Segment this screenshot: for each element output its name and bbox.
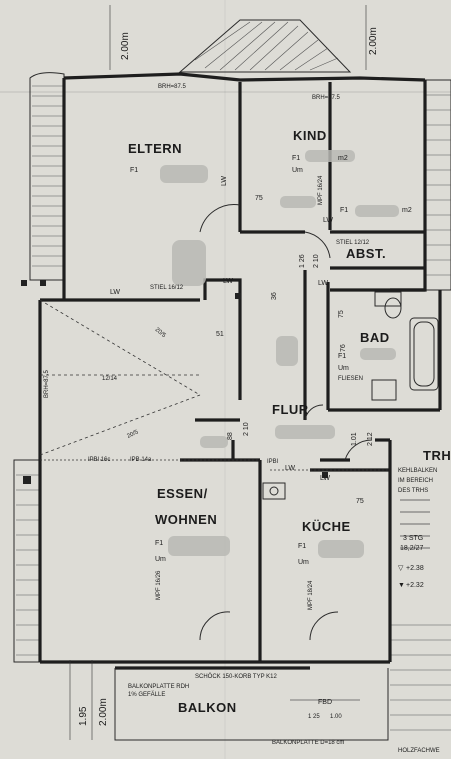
bad-fliesen: FLIESEN [338, 376, 363, 382]
room-trh: TRH [423, 448, 451, 463]
essen-f1: F1 [155, 540, 163, 547]
essen-um: Um [155, 556, 166, 563]
walls [38, 72, 442, 664]
dim-200-top-right: 2.00m [368, 27, 379, 55]
bad-um: Um [338, 365, 349, 372]
note-im-bereich: IM BEREICH [398, 478, 433, 484]
mpf-essen: MPF 16/26 [156, 570, 162, 600]
room-eltern: ELTERN [128, 141, 182, 156]
dim-195: 1.95 [78, 706, 89, 726]
dim-75-kind: 75 [255, 195, 263, 202]
room-wohnen: WOHNEN [155, 512, 217, 527]
dim-36: 36 [271, 292, 278, 300]
lw-label-7: LW [320, 475, 330, 482]
room-flur: FLUR [272, 402, 309, 417]
note-schoeck: SCHÖCK 150-KORB TYP K12 [195, 673, 277, 680]
details [21, 5, 439, 741]
dim-76: 76 [340, 344, 347, 352]
level-232: +2.32 [406, 582, 424, 589]
kind-m2: m2 [338, 155, 348, 162]
brh-left: BRH=87.5 [44, 369, 50, 398]
top-bay-hatch [178, 19, 352, 73]
lw-label-6: LW [318, 280, 328, 287]
note-gefaelle: 1% GEFÄLLE [128, 691, 165, 698]
dim-101: 1.01 [351, 432, 358, 446]
dim-200-bottom: 2.00m [98, 698, 109, 726]
lw-label-3: LW [221, 176, 228, 186]
lw-label-1: LW [110, 289, 120, 296]
room-kind: KIND [293, 128, 327, 143]
beam-12-14: 12/14 [102, 376, 118, 382]
lw-label-5: LW [285, 465, 295, 472]
ipbl-3: IPBl [267, 459, 278, 465]
ipbl-2: IPB 14a [130, 457, 152, 463]
room-bad: BAD [360, 330, 390, 345]
blurred-areas [160, 150, 399, 558]
beam-20-5b: 20/5 [126, 429, 140, 440]
kueche-um: Um [298, 559, 309, 566]
room-essen: ESSEN/ [157, 486, 208, 501]
eltern-f1: F1 [130, 167, 138, 174]
bad-f1: F1 [338, 353, 346, 360]
room-balkon: BALKON [178, 700, 237, 715]
room-kueche: KÜCHE [302, 519, 351, 534]
stiel-abst: STIEL 12/12 [336, 240, 370, 246]
dim-212: 2 12 [367, 432, 374, 446]
dim-88: 88 [227, 432, 234, 440]
left-balcony-hatch [13, 72, 65, 663]
room-abst: ABST. [346, 246, 386, 261]
note-fbd: FBD [318, 699, 332, 706]
note-balkonplatte-top: BALKONPLATTE RDH [128, 684, 189, 690]
note-des-trhs: DES TRHS [398, 488, 428, 494]
stairs-count: 3 STG [403, 535, 423, 542]
ipbl-1: IPBl 16c [88, 457, 110, 463]
lw-label-2: LW [223, 278, 233, 285]
mpf-kind: MPF 16/24 [318, 175, 324, 205]
dim-125: 1 25 [308, 714, 320, 720]
kueche-f1: F1 [298, 543, 306, 550]
lw-label-4: LW [323, 217, 333, 224]
level-232-marker: ▼ [398, 582, 405, 589]
brh-top-left: BRH=87.5 [158, 84, 187, 90]
brh-top-right: BRH=87.5 [312, 95, 341, 101]
note-kehlbalken: KEHLBALKEN [398, 468, 437, 474]
dim-51: 51 [216, 331, 224, 338]
stiel-left: STIEL 16/12 [150, 285, 184, 291]
kind-um: Um [292, 167, 303, 174]
stairs-ratio: 18,2/27 [400, 545, 423, 552]
dim-75-bad: 75 [338, 310, 345, 318]
dim-200-top-left: 2.00m [120, 32, 131, 60]
dim-126: 1 26 [299, 254, 306, 268]
level-238-marker: ▽ [398, 565, 404, 572]
kind-f1: F1 [292, 155, 300, 162]
abst-f1: F1 [340, 207, 348, 214]
dim-210-kind: 2 10 [313, 254, 320, 268]
dim-210-flur: 2 10 [243, 422, 250, 436]
level-238: +2.38 [406, 565, 424, 572]
dim-100: 1.00 [330, 714, 342, 720]
note-holzfachwerk: HOLZFACHWE [398, 748, 440, 754]
note-balkonplatte-bottom: BALKONPLATTE D=18 cm [272, 740, 344, 746]
dim-75-kueche: 75 [356, 498, 364, 505]
mpf-kueche: MPF 18/24 [308, 580, 314, 610]
abst-m2: m2 [402, 207, 412, 214]
